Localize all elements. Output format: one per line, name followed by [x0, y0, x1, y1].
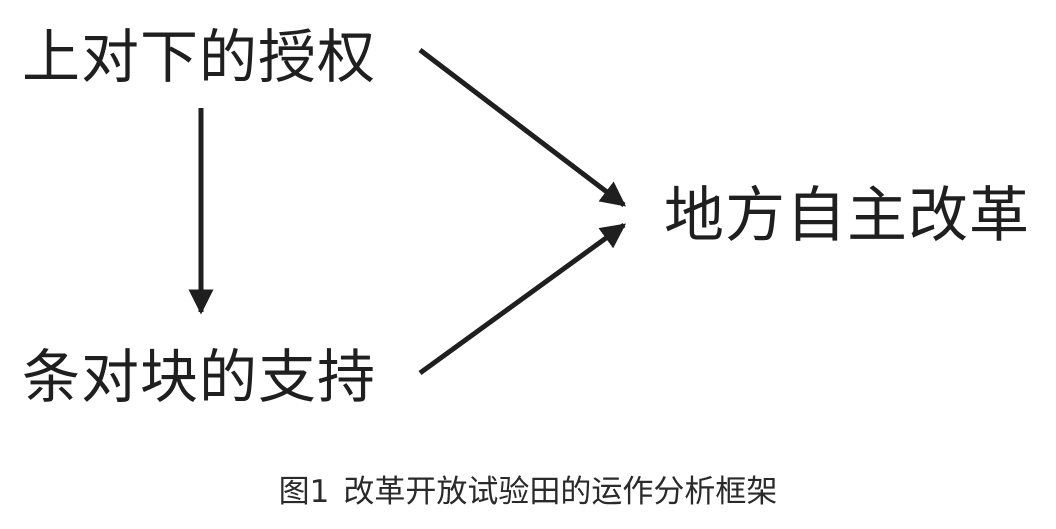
node-bottom-support: 条对块的支持	[22, 343, 377, 411]
node-right-local-reform: 地方自主改革	[664, 181, 1030, 251]
node-top-authorization: 上对下的授权	[22, 23, 377, 91]
arrow-bottom-to-right	[418, 222, 627, 376]
arrow-top-to-right	[418, 48, 626, 207]
figure-caption-text: 改革开放试验田的运作分析框架	[343, 474, 778, 510]
figure-number: 图1	[278, 474, 330, 510]
figure-caption: 图1 改革开放试验田的运作分析框架	[0, 466, 1056, 511]
